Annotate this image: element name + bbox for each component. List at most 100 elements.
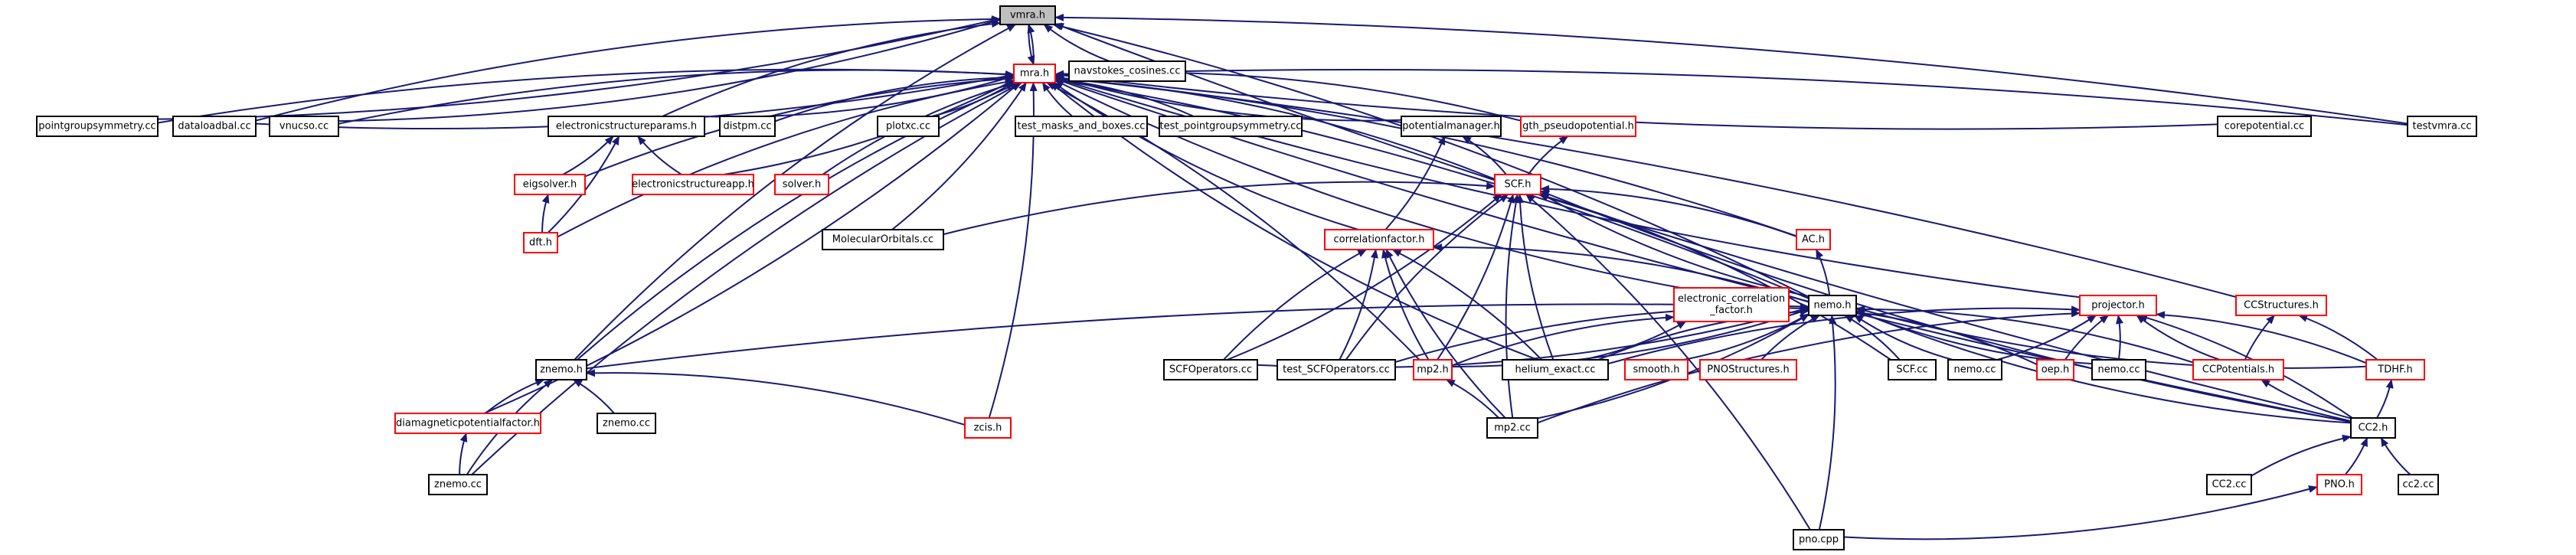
node-label: corepotential.cc (2225, 121, 2304, 132)
node-cc2-cc-lower[interactable]: cc2.cc (2398, 474, 2439, 495)
edge-cc2_cc_lower-to-cc2_h (2380, 437, 2411, 475)
node-navstokes[interactable]: navstokes_cosines.cc (1068, 60, 1186, 82)
edge-mp2_cc-to-corrfactor (1385, 249, 1506, 419)
node-pnostruct[interactable]: PNOStructures.h (1699, 359, 1797, 380)
edge-tdhf-to-ccstructures (2298, 315, 2378, 361)
node-scf-h[interactable]: SCF.h (1494, 174, 1541, 195)
node-box (2407, 116, 2477, 137)
node-test-pgs[interactable]: test_pointgroupsymmetry.cc (1159, 116, 1303, 137)
node-box (2316, 474, 2362, 495)
edge-zcis-to-znemo_h (586, 369, 966, 426)
node-oep-h[interactable]: oep.h (2036, 359, 2074, 380)
node-label: cc2.cc (2403, 479, 2434, 491)
node-elecapp[interactable]: electronicstructureapp.h (632, 174, 754, 195)
node-elec-corr[interactable]: electronic_correlation_factor.h (1673, 287, 1790, 322)
node-box (1324, 229, 1434, 250)
edge-corrfactor-to-potmanager (1384, 135, 1446, 230)
edge-corrfactor-to-mra_h (1053, 82, 1359, 230)
node-potmanager[interactable]: potentialmanager.h (1401, 116, 1502, 137)
node-projector[interactable]: projector.h (2079, 295, 2157, 316)
node-tdhf[interactable]: TDHF.h (2365, 359, 2425, 380)
node-zcis[interactable]: zcis.h (964, 417, 1012, 439)
node-scf-cc[interactable]: SCF.cc (1888, 359, 1937, 380)
edge-scfops-to-scf_h (1227, 194, 1502, 361)
edge-smooth-to-nemo_h (1683, 313, 1809, 361)
node-box (428, 474, 488, 495)
node-box (172, 116, 257, 137)
node-distpm[interactable]: distpm.cc (719, 116, 776, 137)
node-box (1793, 529, 1845, 550)
node-nemo-cc1[interactable]: nemo.cc (1947, 359, 2002, 380)
node-mp2-cc[interactable]: mp2.cc (1486, 417, 1538, 439)
node-box (2398, 474, 2439, 495)
node-cc2-h[interactable]: CC2.h (2350, 417, 2396, 439)
node-diamag[interactable]: diamagneticpotentialfactor.h (394, 413, 541, 434)
edge-mp2_h-to-mra_h (1046, 82, 1420, 361)
node-gth-pseudo[interactable]: gth_pseudopotential.h (1520, 116, 1636, 137)
node-vmra-h[interactable]: vmra.h (999, 5, 1056, 25)
node-label: test_pointgroupsymmetry.cc (1160, 121, 1302, 132)
node-scfops[interactable]: SCFOperators.cc (1163, 359, 1258, 380)
node-dft-h[interactable]: dft.h (523, 232, 558, 253)
node-label: mp2.cc (1494, 423, 1531, 434)
node-ccstructures[interactable]: CCStructures.h (2235, 295, 2327, 316)
node-label: solver.h (783, 179, 822, 191)
edge-vmra_h-to-mra_h (1027, 24, 1035, 65)
edge-dft_h-to-elecparams (547, 135, 620, 233)
node-label: diamagneticpotentialfactor.h (396, 418, 540, 429)
node-nemo-cc2[interactable]: nemo.cc (2091, 359, 2146, 380)
edge-nemo_h-to-ac_h (1815, 249, 1831, 296)
edge-eigsolver-to-elecparams (562, 135, 614, 175)
node-ac-h[interactable]: AC.h (1796, 229, 1831, 250)
node-box (1068, 60, 1186, 82)
node-box (535, 359, 587, 380)
node-label: SCF.h (1504, 179, 1531, 191)
edge-mp2_h-to-nemo_h (1451, 308, 1809, 367)
node-elecparams[interactable]: electronicstructureparams.h (548, 116, 705, 137)
node-cc2-cc[interactable]: CC2.cc (2206, 474, 2252, 495)
node-vnucso[interactable]: vnucso.cc (269, 116, 339, 137)
edge-test_scfops-to-scf_h (1345, 194, 1509, 361)
node-box (719, 116, 776, 137)
node-znemo-cc1[interactable]: znemo.cc (597, 413, 656, 434)
edge-znemo_h-to-nemo_h (586, 302, 1809, 370)
node-pno-h[interactable]: PNO.h (2316, 474, 2362, 495)
node-label: TDHF.h (2377, 364, 2413, 376)
node-label: vnucso.cc (280, 121, 329, 132)
edge-pno_cpp-to-nemo_h (1818, 315, 1837, 531)
edge-helium-to-projector (1607, 305, 2081, 365)
edge-elecapp-to-elecparams (637, 135, 682, 175)
node-molorbs[interactable]: MolecularOrbitals.cc (822, 229, 944, 250)
node-test-scfops[interactable]: test_SCFOperators.cc (1277, 359, 1396, 380)
edge-ac_h-to-scf_h (1540, 184, 1797, 237)
node-label: test_SCFOperators.cc (1283, 364, 1390, 376)
edge-oep_h-to-projector (2064, 315, 2110, 361)
node-helium[interactable]: helium_exact.cc (1502, 359, 1609, 380)
node-znemo-cc2[interactable]: znemo.cc (428, 474, 488, 495)
node-corrfactor[interactable]: correlationfactor.h (1324, 229, 1434, 250)
node-test-masks[interactable]: test_masks_and_boxes.cc (1015, 116, 1148, 137)
edge-eigsolver-to-mra_h (584, 74, 1015, 178)
node-ccpot[interactable]: CCPotentials.h (2192, 359, 2284, 380)
node-dataloadbal[interactable]: dataloadbal.cc (172, 116, 257, 137)
node-solver[interactable]: solver.h (774, 174, 829, 195)
node-testvmra[interactable]: testvmra.cc (2407, 116, 2477, 137)
node-plotxc[interactable]: plotxc.cc (877, 116, 940, 137)
node-eigsolver[interactable]: eigsolver.h (514, 174, 586, 195)
node-smooth[interactable]: smooth.h (1624, 359, 1688, 380)
node-pointgroupsym[interactable]: pointgroupsymmetry.cc (36, 116, 159, 137)
node-mp2-h[interactable]: mp2.h (1413, 359, 1453, 380)
node-mra-h[interactable]: mra.h (1013, 64, 1056, 83)
node-znemo-h[interactable]: znemo.h (535, 359, 587, 380)
node-label: projector.h (2091, 300, 2145, 312)
node-pno-cpp[interactable]: pno.cpp (1793, 529, 1845, 550)
node-label: SCF.cc (1896, 364, 1927, 376)
edge-znemo_h-to-mra_h (577, 82, 1021, 361)
edge-testvmra-to-mra_h (1054, 69, 2408, 126)
edge-helium-to-scf_h (1516, 194, 1554, 361)
node-label: oep.h (2042, 364, 2070, 376)
node-corepot[interactable]: corepotential.cc (2217, 116, 2312, 137)
edge-mp2_cc-to-scf_h (1505, 194, 1520, 419)
node-label: smooth.h (1633, 364, 1679, 376)
node-nemo-h[interactable]: nemo.h (1808, 295, 1857, 316)
